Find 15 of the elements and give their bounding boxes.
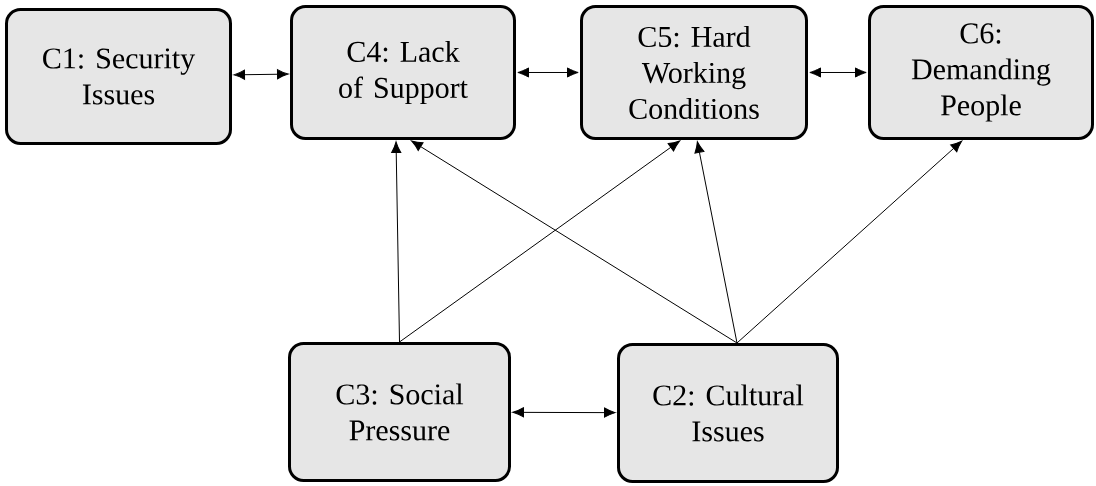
arrow: [233, 69, 289, 80]
arrow: [411, 140, 738, 344]
arrow: [391, 141, 402, 343]
arrow: [399, 140, 680, 343]
arrow: [512, 407, 616, 418]
concept-box: C1: Security Issues: [5, 8, 232, 145]
arrow: [517, 67, 579, 78]
concept-box: C5: Hard Working Conditions: [580, 5, 808, 140]
concept-box: C3: Social Pressure: [288, 342, 511, 482]
arrow: [809, 67, 867, 78]
arrow: [736, 140, 963, 344]
arrow: [694, 141, 738, 344]
concept-box: C2: Cultural Issues: [617, 343, 839, 483]
concept-box: C6: Demanding People: [868, 5, 1094, 140]
concept-box: C4: Lack of Support: [290, 5, 516, 140]
